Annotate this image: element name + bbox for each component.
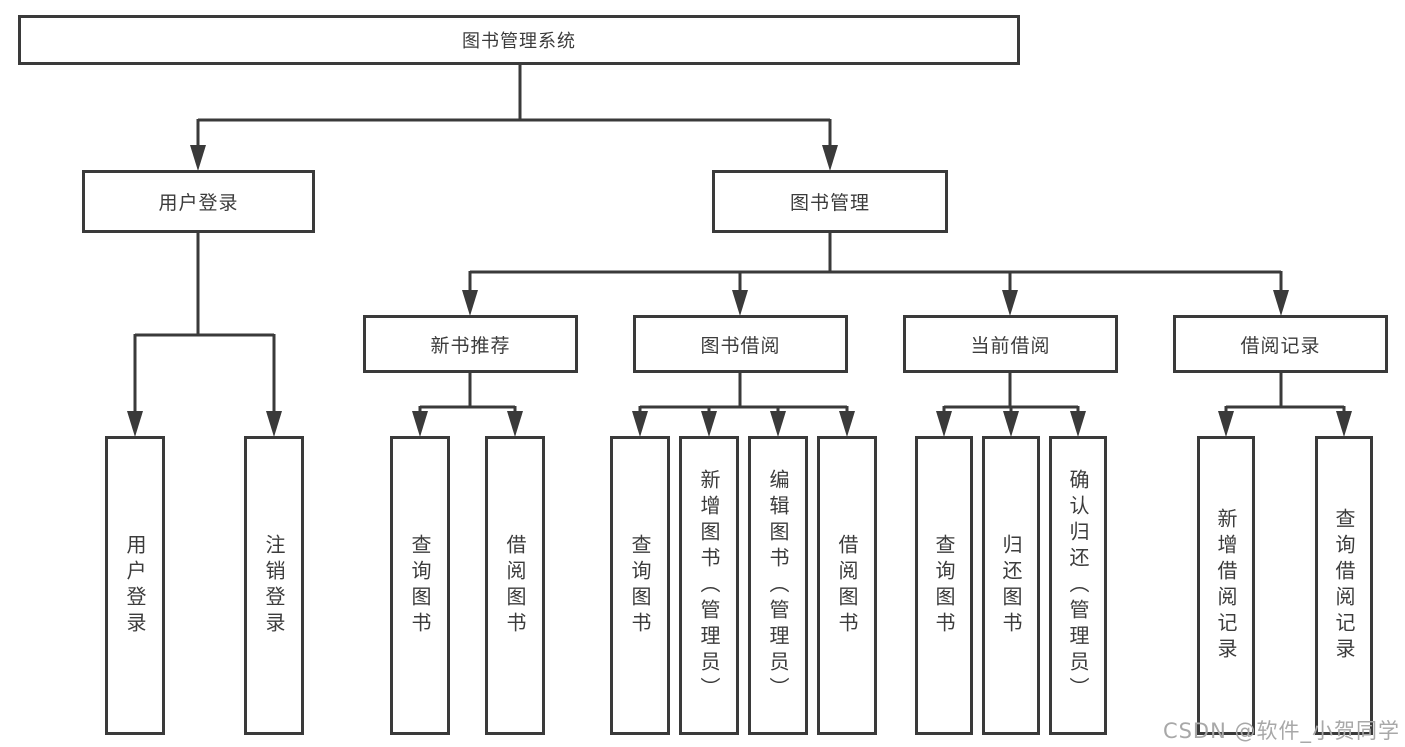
node-new-book-recommend: 新书推荐 [363, 315, 578, 373]
node-label: 当前借阅 [970, 334, 1051, 357]
node-label: 借阅图书 [503, 533, 527, 638]
leaf-logout-login: 注销登录 [244, 436, 304, 735]
node-label: 查询借阅记录 [1332, 507, 1356, 664]
node-label: 用户登录 [123, 533, 147, 638]
node-borrowing-records: 借阅记录 [1173, 315, 1388, 373]
node-label: 确认归还（管理员） [1066, 468, 1090, 703]
node-label: 图书管理 [789, 192, 870, 214]
node-label: 新增借阅记录 [1214, 507, 1238, 664]
leaf-user-login: 用户登录 [105, 436, 165, 735]
node-label: 查询图书 [932, 533, 956, 638]
node-label: 查询图书 [628, 533, 652, 638]
node-label: 新书推荐 [430, 334, 511, 357]
node-label: 归还图书 [999, 533, 1023, 638]
node-label: 编辑图书（管理员） [766, 468, 790, 703]
leaf-borrow-query-books: 查询图书 [610, 436, 670, 735]
leaf-current-query-books: 查询图书 [915, 436, 973, 735]
leaf-borrow-add-books-admin: 新增图书（管理员） [679, 436, 739, 735]
csdn-watermark: CSDN @软件_小贺同学 [1162, 719, 1400, 743]
node-label: 用户登录 [158, 192, 239, 214]
leaf-current-confirm-return-admin: 确认归还（管理员） [1049, 436, 1107, 735]
node-label: 图书借阅 [700, 334, 781, 357]
leaf-records-add-record: 新增借阅记录 [1197, 436, 1255, 735]
node-label: 查询图书 [408, 533, 432, 638]
node-label: 新增图书（管理员） [697, 468, 721, 703]
node-label: 借阅图书 [835, 533, 859, 638]
leaf-borrow-borrow-books: 借阅图书 [817, 436, 877, 735]
leaf-newbooks-borrow-books: 借阅图书 [485, 436, 545, 735]
leaf-newbooks-query-books: 查询图书 [390, 436, 450, 735]
node-current-borrowing: 当前借阅 [903, 315, 1118, 373]
leaf-records-query-record: 查询借阅记录 [1315, 436, 1373, 735]
node-library-system: 图书管理系统 [18, 15, 1020, 65]
node-book-borrowing: 图书借阅 [633, 315, 848, 373]
node-label: 借阅记录 [1240, 334, 1321, 357]
leaf-current-return-books: 归还图书 [982, 436, 1040, 735]
leaf-borrow-edit-books-admin: 编辑图书（管理员） [748, 436, 808, 735]
node-label: 注销登录 [262, 533, 286, 638]
node-book-management: 图书管理 [712, 170, 948, 233]
node-user-login: 用户登录 [82, 170, 315, 233]
node-label: 图书管理系统 [462, 31, 576, 52]
